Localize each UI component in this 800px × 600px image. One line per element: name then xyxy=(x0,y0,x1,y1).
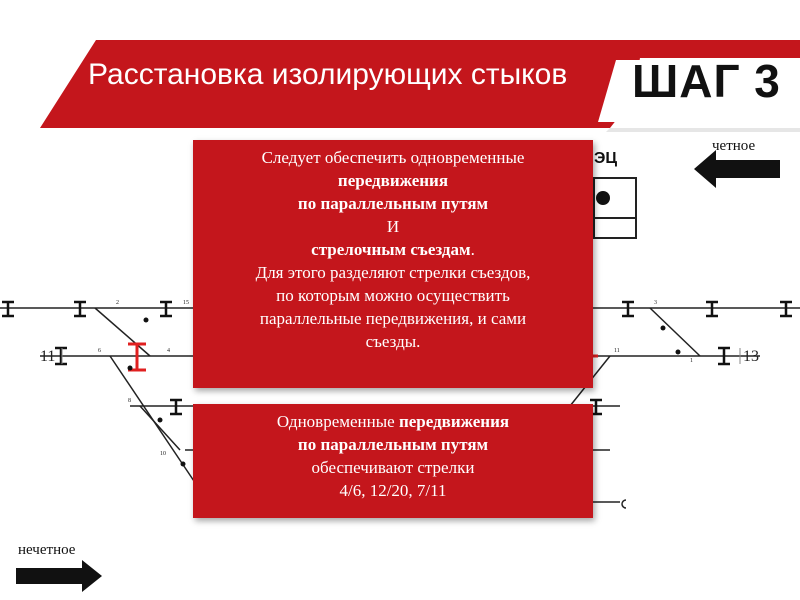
box1-line: стрелочным съездам. xyxy=(311,240,475,259)
switch-label: 8 xyxy=(128,398,131,404)
odd-direction-label: нечетное xyxy=(18,542,76,558)
step-label: ШАГ 3 xyxy=(632,55,781,107)
box2-line: 4/6, 12/20, 7/11 xyxy=(339,481,447,500)
box1-line: Для этого разделяют стрелки съездов, xyxy=(255,263,531,282)
arrow-left-icon xyxy=(694,150,780,188)
box2-line: обеспечивают стрелки xyxy=(311,458,475,477)
switch-label: 11 xyxy=(614,348,620,354)
switch-label: 6 xyxy=(98,348,101,354)
box2-line: Одновременные передвижения xyxy=(276,412,510,431)
switch-label: 1 xyxy=(690,358,693,364)
box1-line: И xyxy=(386,217,400,236)
switch-label: 15 xyxy=(183,300,189,306)
box1-line: параллельные передвижения, и сами xyxy=(259,309,527,328)
explanation-box-2: Одновременные передвижения по параллельн… xyxy=(193,404,593,518)
header-banner: Расстановка изолирующих стыков ШАГ 3 xyxy=(0,0,800,140)
switch-label: 10 xyxy=(160,451,166,457)
box1-line: съезды. xyxy=(365,332,421,351)
box2-line: по параллельным путям xyxy=(297,435,489,454)
arrow-right-icon xyxy=(16,560,102,592)
switch-label: 4 xyxy=(167,348,170,354)
slide-title: Расстановка изолирующих стыков xyxy=(88,58,568,91)
even-direction-label: четное xyxy=(712,138,756,154)
switch-label: 2 xyxy=(116,300,119,306)
switch-label: 3 xyxy=(654,300,657,306)
box1-line: по параллельным путям xyxy=(297,194,489,213)
panel-label: ЭЦ xyxy=(594,150,618,167)
signal-lamp-icon xyxy=(596,191,610,205)
track-number-right: 13 xyxy=(743,348,759,365)
explanation-box-1: Следует обеспечить одновременные передви… xyxy=(193,140,593,388)
box1-line: передвижения xyxy=(337,171,449,190)
box1-line: по которым можно осуществить xyxy=(276,286,510,305)
track-number-left: 11 xyxy=(40,348,56,365)
banner-shape xyxy=(40,40,800,132)
box1-line: Следует обеспечить одновременные xyxy=(261,148,525,167)
